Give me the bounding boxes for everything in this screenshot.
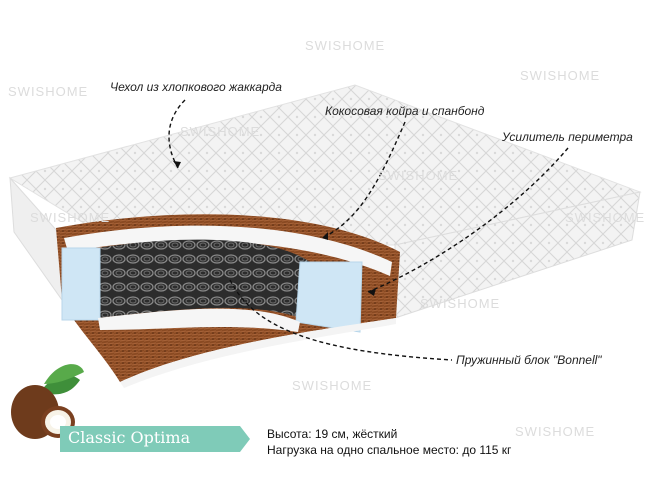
mattress-body <box>8 84 642 319</box>
watermark: SWISHOME <box>378 168 459 183</box>
watermark: SWISHOME <box>8 84 89 99</box>
spec-height: Высота: 19 см, жёсткий <box>267 427 398 441</box>
watermark: SWISHOME <box>292 378 373 393</box>
perimeter-foam-left <box>61 247 101 321</box>
callout-spring-block: Пружинный блок "Bonnell" <box>456 353 602 367</box>
watermark: SWISHOME <box>520 68 601 83</box>
mattress-cutaway <box>56 214 400 388</box>
spec-load: Нагрузка на одно спальное место: до 115 … <box>267 443 512 457</box>
callout-cover: Чехол из хлопкового жаккарда <box>110 80 282 94</box>
watermark: SWISHOME <box>565 210 646 225</box>
banner-ribbon <box>60 426 250 452</box>
watermark: SWISHOME <box>420 296 501 311</box>
watermark: SWISHOME <box>305 38 386 53</box>
callout-arrowheads <box>173 161 376 296</box>
callout-coir: Кокосовая койра и спанбонд <box>325 104 485 118</box>
watermark: SWISHOME <box>180 124 261 139</box>
product-name: Classic Optima <box>68 428 191 447</box>
product-banner: Classic Optima <box>60 426 250 452</box>
watermark: SWISHOME <box>30 210 111 225</box>
callout-perimeter: Усилитель периметра <box>502 130 633 144</box>
watermark: SWISHOME <box>515 424 596 439</box>
spring-block <box>98 239 310 318</box>
perimeter-foam-right <box>295 261 363 333</box>
